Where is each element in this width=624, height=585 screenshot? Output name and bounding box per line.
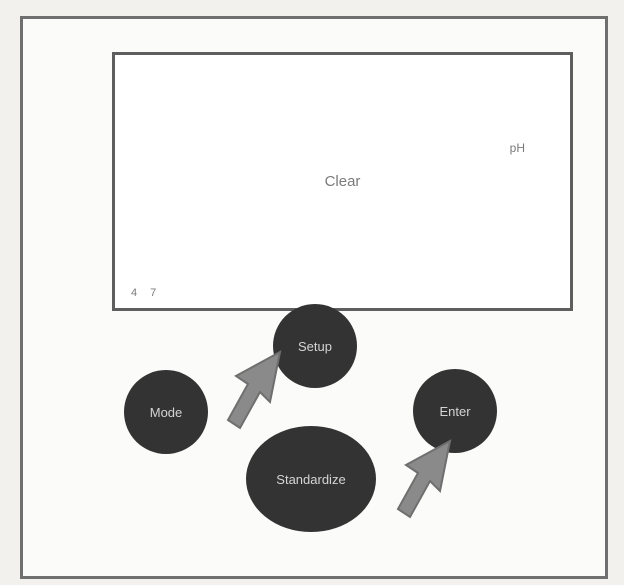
enter-button-label: Enter bbox=[439, 403, 471, 419]
corner-indicator: 4 7 bbox=[131, 287, 162, 299]
mode-button-label: Mode bbox=[149, 404, 183, 420]
unit-label: pH bbox=[509, 141, 525, 155]
setup-button[interactable]: Setup bbox=[273, 304, 357, 388]
setup-button-label: Setup bbox=[298, 338, 332, 354]
display-screen: pH Clear 4 7 bbox=[112, 52, 573, 311]
mode-button[interactable]: Mode bbox=[124, 370, 208, 454]
standardize-button[interactable]: Standardize bbox=[246, 426, 376, 532]
standardize-button-label: Standardize bbox=[276, 471, 346, 487]
enter-button[interactable]: Enter bbox=[413, 369, 497, 453]
status-text: Clear bbox=[324, 173, 361, 190]
